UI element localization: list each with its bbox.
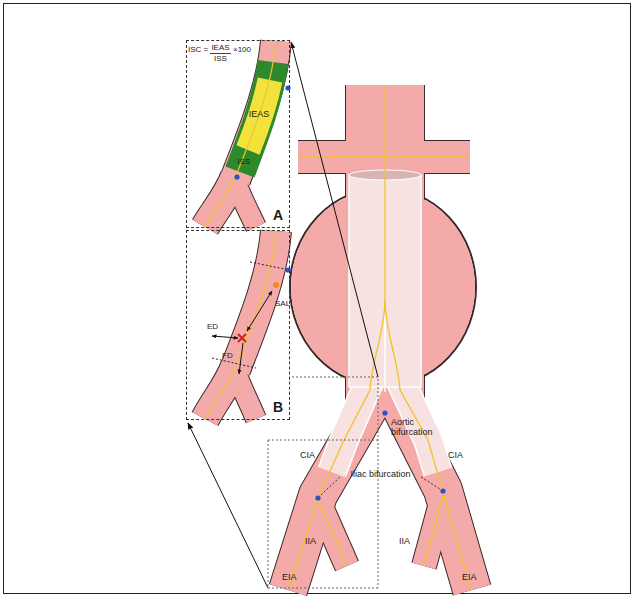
ed-arrow xyxy=(212,336,238,338)
cia-outline xyxy=(235,231,276,370)
inset-panel: B xyxy=(186,230,290,420)
outer-frame xyxy=(4,4,631,594)
vessel-label: EIA xyxy=(462,572,477,582)
centerline xyxy=(289,85,471,590)
landmark-dot xyxy=(234,174,239,179)
zoom-arrow xyxy=(291,42,378,377)
inset-a-vessel xyxy=(205,41,276,227)
cia xyxy=(235,231,276,370)
vessel-outline xyxy=(288,85,476,590)
centerline xyxy=(424,496,443,566)
left-iia-outline xyxy=(318,500,347,566)
vessel-label: EIA xyxy=(282,572,297,582)
iss-band xyxy=(240,62,273,172)
landmark-label: Aortic bifurcation xyxy=(391,417,455,438)
centerline xyxy=(205,231,276,419)
panel-letter: B xyxy=(273,399,283,415)
cia-outline xyxy=(235,41,276,180)
formula-term: ×100 xyxy=(233,45,251,54)
landmark-label: Iliac bifurcation xyxy=(350,469,410,479)
dimension-label: ED xyxy=(207,322,218,331)
right-iia-outline xyxy=(424,496,443,566)
right-iia xyxy=(424,496,443,566)
centerline xyxy=(385,300,471,590)
centerline xyxy=(205,41,276,227)
section-line xyxy=(212,358,256,368)
formula-term: IEAS xyxy=(211,43,229,52)
zoom-edge xyxy=(268,440,378,588)
start-marker xyxy=(273,282,279,288)
landmark-dot xyxy=(382,410,387,415)
vessel-label: IIA xyxy=(399,536,410,546)
end-marker xyxy=(238,334,246,342)
landmark-dot xyxy=(315,495,320,500)
dimension-label: SAL xyxy=(275,299,290,308)
centerline xyxy=(298,156,470,157)
sal-arrow xyxy=(247,291,272,331)
leader-line xyxy=(321,477,340,495)
segment-label: IEAS xyxy=(249,109,270,119)
zoom-arrow xyxy=(188,423,268,588)
formula-term: ISC = xyxy=(188,45,208,54)
zoom-edge xyxy=(268,440,378,441)
centerline xyxy=(318,500,347,566)
vessel-label: CIA xyxy=(300,450,315,460)
cia xyxy=(235,41,276,180)
dimension-label: FD xyxy=(222,351,233,360)
zoom-region xyxy=(268,377,378,588)
section-line xyxy=(250,262,290,270)
vessel-fill xyxy=(288,85,475,590)
leader-line xyxy=(421,477,440,489)
inset-panel: A xyxy=(186,40,290,228)
landmark-dot xyxy=(440,488,445,493)
zoom-edge xyxy=(292,377,378,588)
graft-split xyxy=(384,305,386,392)
left-iia xyxy=(318,500,347,566)
centerline xyxy=(289,85,385,590)
vessel-label: CIA xyxy=(448,450,463,460)
vessel-label: IIA xyxy=(305,536,316,546)
inset-b-vessel xyxy=(205,231,276,419)
fd-arrow xyxy=(239,343,243,374)
panel-letter: A xyxy=(273,207,283,223)
segment-label: ISS xyxy=(238,157,251,166)
fraction-bar xyxy=(210,53,231,54)
formula-term: ISS xyxy=(214,54,227,63)
